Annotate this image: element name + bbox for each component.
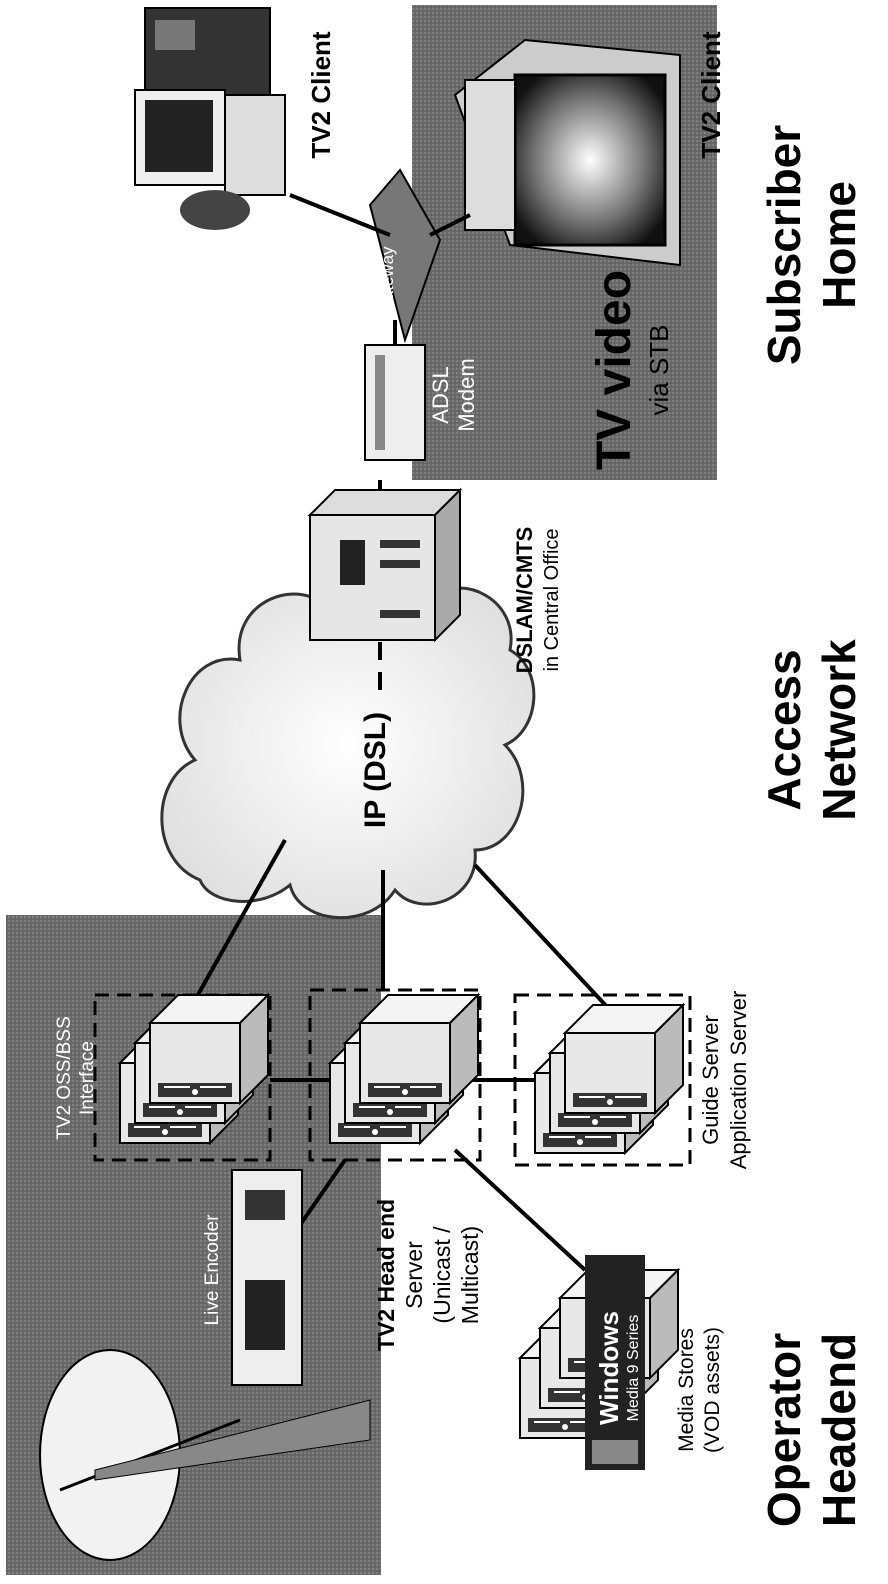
gateway-label: Gateway [378,246,397,314]
oss-label-line1: TV2 OSS/BSS [54,1016,75,1140]
heading-operator-line2: Headend [813,1333,865,1527]
pc-video-label: PC video [101,226,150,414]
heading-access-line1: Access [758,649,810,810]
link-guide-cloud [475,865,610,1010]
tv-video-sub: via STB [644,324,674,415]
pc-tower [145,8,270,98]
live-encoder-device [232,1170,302,1385]
dslam-label-line1: DSLAM/CMTS [512,527,537,674]
adsl-modem-device [365,345,425,460]
tv2-client-pc-label: TV2 Client [306,31,336,158]
dslam-device [310,490,460,640]
pc-monitor [135,90,285,230]
oss-label-line2: Interface [77,1041,98,1115]
guide-label-line2: Application Server [726,991,751,1170]
modem-label-line2: Modem [454,358,479,431]
tv2-client-tv-label: TV2 Client [696,31,726,158]
pc-video-sub2: Edition PC [184,259,214,382]
heading-subscriber-line1: Subscriber [758,125,810,365]
headend-label-line3: (Unicast / [429,1226,455,1324]
heading-subscriber-line2: Home [813,181,865,309]
modem-label-line1: ADSL [428,366,453,423]
pc-video-sub1: via Media Center [154,221,184,418]
heading-operator-line1: Operator [758,1333,810,1527]
windows-logo-text: Windows [594,1311,624,1425]
headend-label-line2: Server [401,1241,427,1309]
windows-logo-subtext: Media 9 Series [625,1315,642,1422]
guide-server-stack [535,1005,683,1153]
headend-label-line4: Multicast) [457,1226,483,1324]
headend-label-line1: TV2 Head end [373,1199,399,1351]
media-stores-label-line1: Media Stores [675,1328,698,1452]
media-stores-label-line2: (VOD assets) [701,1327,724,1453]
live-encoder-label: Live Encoder [202,1214,223,1326]
heading-access-line2: Network [813,639,865,821]
guide-label-line1: Guide Server [698,1015,723,1145]
tv-video-label: TV video [588,270,641,470]
cloud-label: IP (DSL) [359,712,392,828]
dslam-label-line2: in Central Office [541,528,563,671]
